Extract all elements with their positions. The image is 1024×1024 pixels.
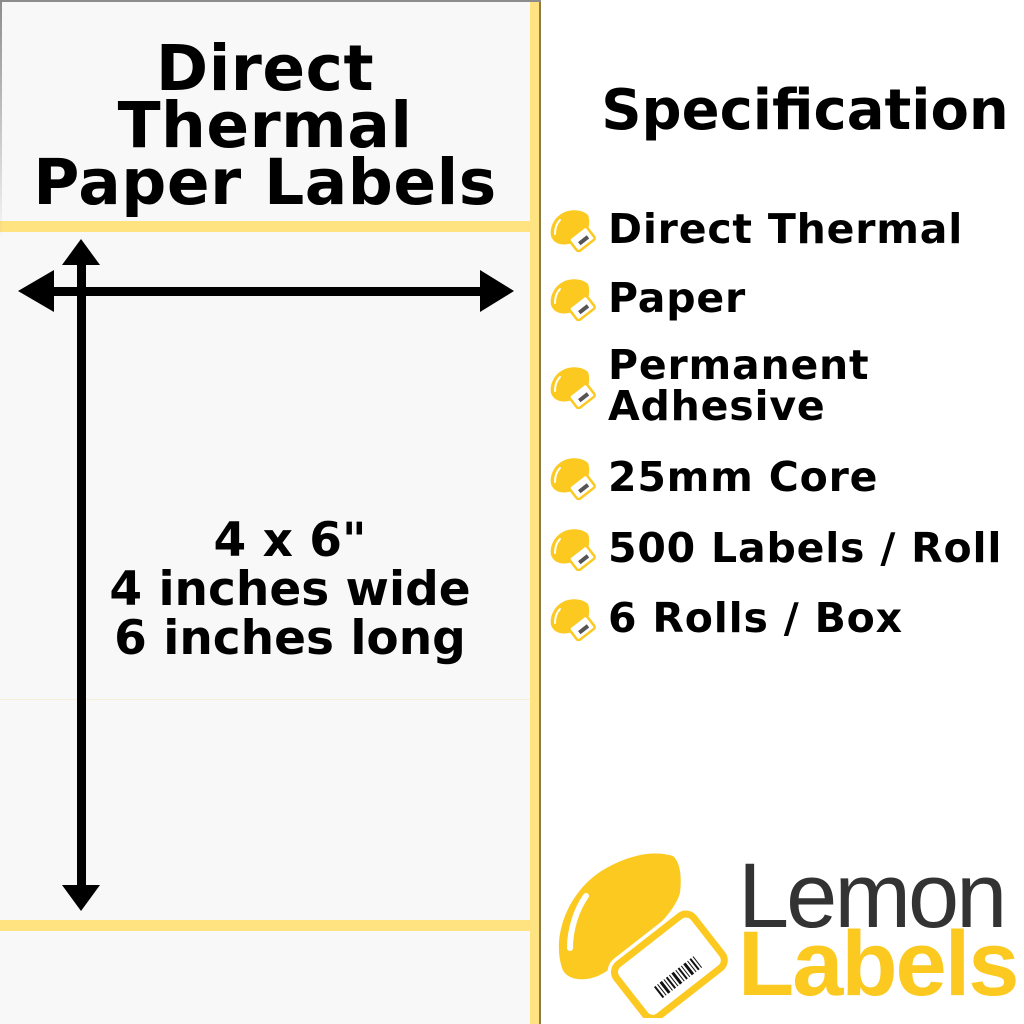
specification-heading: Specification bbox=[601, 78, 1009, 143]
length-text: 6 inches long bbox=[114, 611, 466, 666]
spec-item-label: Permanent Adhesive bbox=[608, 345, 869, 427]
width-text: 4 inches wide bbox=[109, 562, 471, 617]
size-label: 4 x 6" bbox=[213, 513, 367, 568]
label-gap-bottom bbox=[0, 920, 530, 931]
spec-item-rolls-per-box: 6 Rolls / Box bbox=[548, 595, 903, 641]
brand-name-lemon: Lemon bbox=[738, 845, 1007, 947]
lemon-label-bullet-icon bbox=[548, 206, 600, 252]
label-preview bbox=[0, 0, 530, 1024]
spec-item-label-line2: Adhesive bbox=[608, 382, 826, 430]
spec-item-label: 500 Labels / Roll bbox=[608, 524, 1003, 572]
spec-item-label: 6 Rolls / Box bbox=[608, 594, 903, 642]
spec-item-labels-per-roll: 500 Labels / Roll bbox=[548, 525, 1002, 571]
brand-name-labels: Labels bbox=[738, 913, 1019, 1015]
product-title: Direct Thermal Paper Labels bbox=[0, 32, 530, 219]
liner-edge-stripe bbox=[530, 2, 540, 1024]
spec-item-label: Direct Thermal bbox=[608, 205, 964, 253]
spec-item-label-line1: Permanent bbox=[608, 341, 870, 389]
vertical-double-arrow-icon bbox=[62, 239, 100, 911]
spec-item-adhesive: Permanent Adhesive bbox=[548, 345, 869, 427]
product-title-line1: Direct Thermal bbox=[117, 32, 413, 162]
label-gap-top bbox=[0, 221, 530, 232]
spec-item-label: Paper bbox=[608, 274, 746, 322]
dimension-arrows bbox=[18, 239, 514, 911]
spec-item-print-method: Direct Thermal bbox=[548, 206, 963, 252]
label-dimensions: 4 x 6" 4 inches wide 6 inches long bbox=[40, 516, 540, 663]
lemon-label-bullet-icon bbox=[548, 363, 600, 409]
lemon-label-bullet-icon bbox=[548, 595, 600, 641]
horizontal-double-arrow-icon bbox=[18, 270, 514, 312]
spec-item-material: Paper bbox=[548, 275, 746, 321]
label-faint-divider bbox=[0, 699, 530, 700]
lemon-with-barcode-label-icon bbox=[558, 853, 732, 1018]
top-border bbox=[0, 0, 541, 2]
product-title-line2: Paper Labels bbox=[33, 146, 497, 219]
lemon-label-bullet-icon bbox=[548, 454, 600, 500]
left-border bbox=[0, 0, 2, 240]
lemon-label-bullet-icon bbox=[548, 525, 600, 571]
liner-edge-line bbox=[539, 2, 541, 1024]
spec-item-core: 25mm Core bbox=[548, 454, 878, 500]
spec-item-label: 25mm Core bbox=[608, 453, 879, 501]
lemon-label-bullet-icon bbox=[548, 275, 600, 321]
